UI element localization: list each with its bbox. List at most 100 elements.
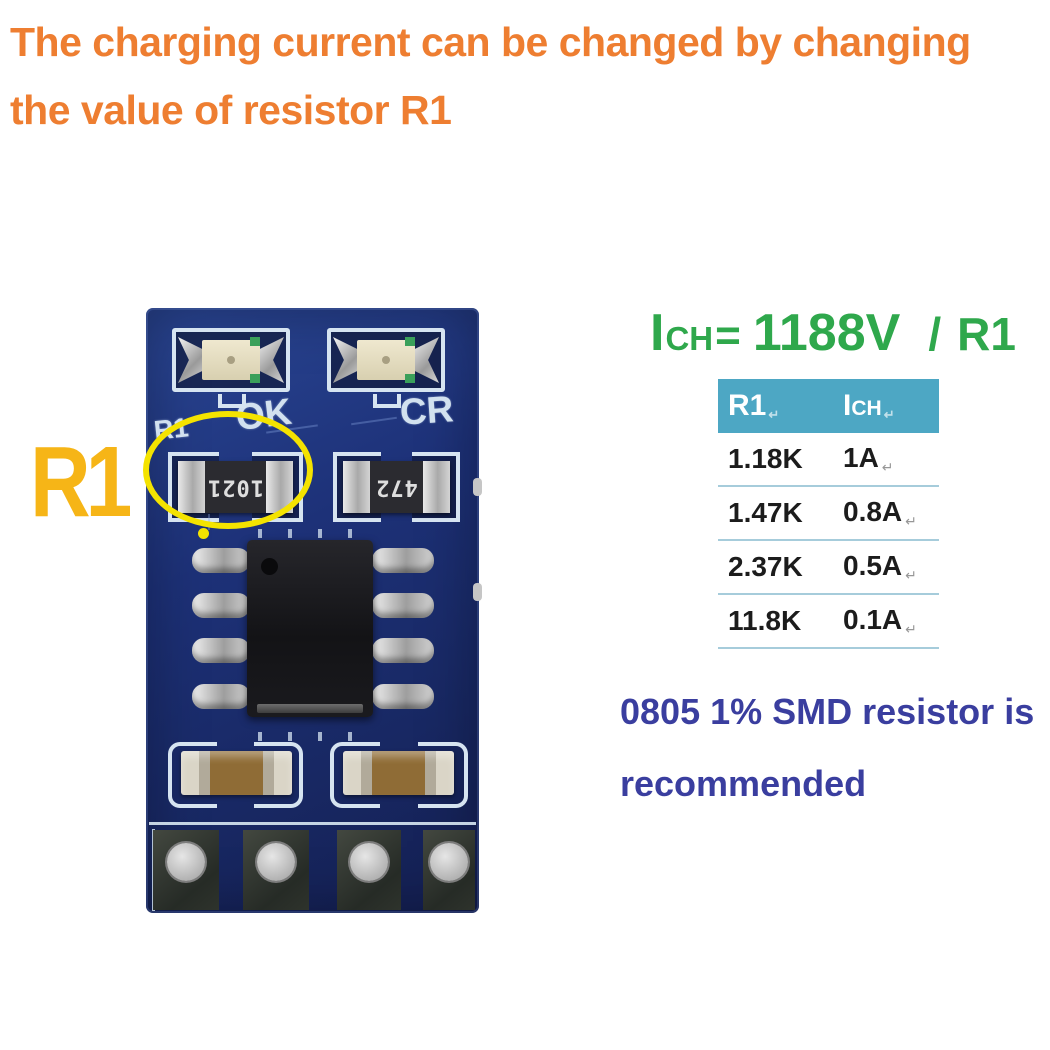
return-mark-icon: ↵ <box>881 459 894 475</box>
formula-subscript: CH <box>665 320 714 357</box>
silkscreen-tick <box>288 732 292 741</box>
r1-value: 1.18K <box>728 443 803 474</box>
silkscreen-bracket <box>330 742 380 808</box>
chip-pin1-dot <box>261 558 278 575</box>
formula-value: 1188V <box>752 304 901 362</box>
through-hole <box>430 843 468 881</box>
header-ich-sub: CH <box>851 397 882 420</box>
table-row: 1.18K 1A↵ <box>718 433 939 487</box>
edge-solder-notch <box>473 478 482 496</box>
silkscreen-cr-label: CR <box>398 388 455 433</box>
through-hole <box>167 843 205 881</box>
header-ich: ICH↵ <box>843 389 895 423</box>
silkscreen-tick <box>318 529 322 538</box>
led-green-mark <box>250 374 260 383</box>
r1-value: 2.37K <box>728 551 803 582</box>
note-line1: 0805 1% SMD resistor is <box>620 691 1035 732</box>
silkscreen-tick <box>318 732 322 741</box>
ich-value: 0.8A↵ <box>843 496 917 530</box>
return-mark-icon: ↵ <box>768 407 780 422</box>
resistor-472: 472 <box>333 452 460 522</box>
led-solder-left <box>178 337 204 383</box>
header-r1-text: R1 <box>728 389 767 422</box>
solder-pad <box>423 830 475 910</box>
ich-text: 0.8A <box>843 496 903 527</box>
ich-value: 1A↵ <box>843 442 894 476</box>
charging-current-formula: ICH=1188V/R1 <box>650 303 1016 363</box>
chip-pin <box>192 638 250 663</box>
ich-text: 0.5A <box>843 550 903 581</box>
r1-current-table: R1↵ ICH↵ 1.18K 1A↵ 1.47K 0.8A↵ 2.37K 0.5… <box>718 379 939 649</box>
silkscreen-tick <box>348 732 352 741</box>
return-mark-icon: ↵ <box>905 513 917 529</box>
r1-callout-label: R1 <box>30 426 132 538</box>
led-solder-right <box>258 337 284 383</box>
silkscreen-bracket <box>254 742 303 808</box>
ich-value: 0.1A↵ <box>843 604 917 638</box>
silkscreen-divider-line <box>149 822 476 825</box>
capacitor-body <box>343 751 454 795</box>
through-hole <box>257 843 295 881</box>
r1-highlight-dot <box>198 528 209 539</box>
edge-solder-notch <box>473 583 482 601</box>
led-solder-right <box>413 337 439 383</box>
recommendation-note: 0805 1% SMD resistor is recommended <box>620 676 1034 820</box>
led-die-dot <box>382 356 390 364</box>
heading-line1: The charging current can be changed by c… <box>10 19 971 65</box>
chip-pin <box>192 684 250 709</box>
silkscreen-tick <box>258 732 262 741</box>
heading-line2: the value of resistor R1 <box>10 87 452 133</box>
table-row: 11.8K 0.1A↵ <box>718 595 939 649</box>
chip-pin <box>192 593 250 618</box>
led-body <box>202 340 260 380</box>
chip-pin <box>192 548 250 573</box>
capacitor-body <box>181 751 292 795</box>
header-r1: R1↵ <box>728 389 779 423</box>
resistor-terminal <box>343 461 370 513</box>
r1-value: 1.47K <box>728 497 803 528</box>
led-green-mark <box>405 374 415 383</box>
silkscreen-tick <box>288 529 292 538</box>
return-mark-icon: ↵ <box>883 407 895 422</box>
through-hole <box>350 843 388 881</box>
silkscreen-bracket <box>418 742 468 808</box>
cr-led <box>327 328 445 392</box>
note-line2: recommended <box>620 763 867 804</box>
soic8-chip <box>247 540 373 717</box>
capacitor <box>330 742 468 808</box>
led-silkscreen-mark <box>373 394 401 408</box>
led-green-mark <box>405 337 415 346</box>
ok-led <box>172 328 290 392</box>
pcb-trace <box>351 416 397 426</box>
heading: The charging current can be changed by c… <box>10 8 971 144</box>
chip-pin <box>372 548 434 573</box>
chip-bevel <box>257 704 363 713</box>
pcb-photo: R1 OK CR <box>146 308 482 913</box>
table-row: 1.47K 0.8A↵ <box>718 487 939 541</box>
chip-pin <box>372 684 434 709</box>
solder-pad <box>337 830 401 910</box>
chip-pin <box>372 638 434 663</box>
table-row: 2.37K 0.5A↵ <box>718 541 939 595</box>
silkscreen-tick <box>258 529 262 538</box>
ich-text: 1A <box>843 442 879 473</box>
ich-text: 0.1A <box>843 604 903 635</box>
resistor-marking: 472 <box>375 474 418 500</box>
resistor-body: 472 <box>343 461 450 513</box>
table-header: R1↵ ICH↵ <box>718 379 939 433</box>
ich-value: 0.5A↵ <box>843 550 917 584</box>
return-mark-icon: ↵ <box>905 567 917 583</box>
formula-slash: / <box>928 308 942 360</box>
return-mark-icon: ↵ <box>905 621 917 637</box>
formula-equals: = <box>715 311 741 360</box>
led-body <box>357 340 415 380</box>
capacitor <box>168 742 303 808</box>
silkscreen-bracket <box>168 742 217 808</box>
r1-highlight-ellipse <box>143 411 313 529</box>
solder-pad <box>153 830 219 910</box>
led-green-mark <box>250 337 260 346</box>
solder-pad <box>243 830 309 910</box>
chip-pin <box>372 593 434 618</box>
r1-value: 11.8K <box>728 605 802 636</box>
